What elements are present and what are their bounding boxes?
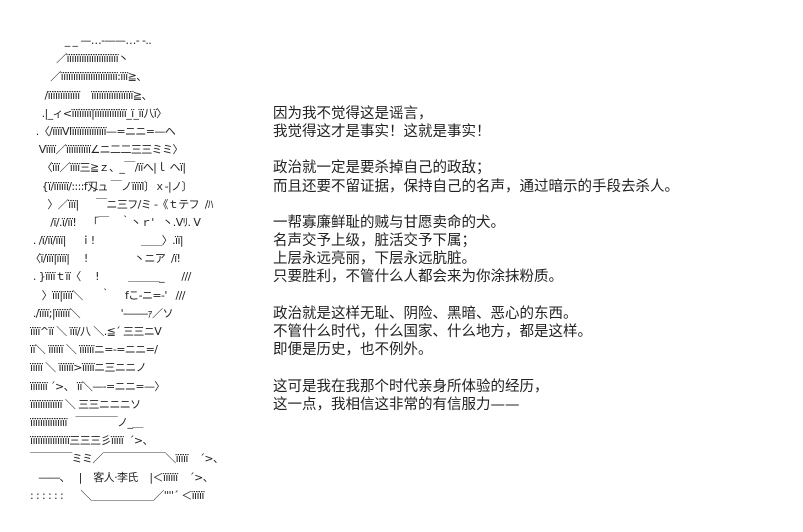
dialogue-line: 只要胜利，不管什么人都会来为你涂抹粉质。	[273, 269, 563, 286]
dialogue-line: 政治就是这样无耻、阴险、黑暗、恶心的东西。	[273, 305, 578, 322]
ascii-art-line: ￣￣￣￣ミミ／￣￣￣￣￣￣＼ïïïïï ´>、	[30, 452, 224, 466]
dialogue-line: 而且还要不留证据，保持自己的名声，通过暗示的手段去杀人。	[273, 178, 679, 195]
dialogue-line: 这可是我在我那个时代亲身所体验的经历，	[273, 378, 549, 395]
ascii-art-line: _ _ —…-——…- -..	[30, 34, 152, 47]
ascii-art-line: ïïïïïïïïïïïïïïïï三三三彡ïïïïï ´>、	[30, 434, 153, 448]
dialogue-line: 一帮寡廉鲜耻的贼与甘愿卖命的犬。	[273, 214, 505, 231]
dialogue-line	[273, 87, 679, 105]
dialogue-line	[273, 32, 679, 50]
dialogue-line	[273, 287, 679, 305]
ascii-art-line: .〈/ïïïïⅥïïïïïïïïïïïïïï—=ニニ=—ヘ	[30, 124, 176, 138]
dialogue-line: 即便是历史，也不例外。	[273, 342, 433, 359]
ascii-art-line: 〈ïïï／ïïïï三≧ｚ、_￣/ïïヘ|ｌ ヘï|	[30, 161, 187, 175]
ascii-art-line: : : : : : : ＼＿＿＿＿＿＿／''''´ ＜ïïïïï	[30, 488, 204, 502]
ascii-art-line: ／ïïïïïïïïïïïïïïïïïïïïïïï:ïïï≧、	[30, 70, 147, 84]
ascii-art-line: 〉／ïïï| ￣ニ三フ/ミ -《ｔテフ /ﾊ	[30, 197, 213, 211]
ascii-art-line: 〈ï/ïïï|ïïïï| ! 丶ニア /ï!	[30, 252, 181, 266]
ascii-art-line: Vïïïï／ïïïïïïïïïï∠ニ二二三三ミミ〉	[30, 143, 184, 157]
ascii-art-line: . /ï/ïï/ïïï| ｉ! ＿＿〉.ïï|	[30, 234, 184, 248]
ascii-art-character: _ _ —…-——…- -.. ／ïïïïïïïïïïïïïïïïïïïïï丶 …	[30, 32, 330, 505]
ascii-art-line: /ïïïïïïïïïïïïï ïïïïïïïïïïïïïïïïï≧、	[30, 88, 152, 102]
ascii-art-line: ïïïï^ïï ＼ ïïï/八 ＼.≦´ 三三ニV	[30, 325, 162, 338]
dialogue-line	[273, 196, 679, 214]
dialogue-line: 不管什么时代，什么国家、什么地方，都是这样。	[273, 324, 592, 340]
ascii-art-line: ïïïïï ＼ ïïïïïï>ïïïïïニ三ニニノ	[30, 361, 147, 375]
ascii-art-line: {ï/ïïïïïï/::::f刄ュ ￣ノïïïïl〕ｘ‐|ノ〕	[30, 179, 193, 193]
dialogue-line: 上层永远亮丽，下层永远肮脏。	[273, 251, 476, 268]
dialogue-line	[273, 359, 679, 377]
dialogue-line: 因为我不觉得这是谣言，	[273, 105, 433, 122]
ascii-art-line: ／ïïïïïïïïïïïïïïïïïïïïï丶	[30, 52, 129, 66]
dialogue-line: 我觉得这才是事实！这就是事实！	[273, 123, 491, 140]
dialogue-line: 名声交予上级，脏活交予下属；	[273, 233, 476, 250]
ascii-art-line: ïï＼ ïïïïïï ＼ ïïïïïïニ=-=ニニ=/	[30, 343, 158, 357]
ascii-art-line: ./ïïïï;|ïïïïïï＼ '‐――ｧ／ソ	[30, 306, 174, 320]
ascii-art-line: 〉ïïï|ïïïï＼ ｀ fこ-ニ=-' ///	[30, 288, 186, 302]
ascii-art-line: .|_ィ<ïïïïïïïï|ïïïïïïïïïïïïï_ï_ïï八ï〉	[30, 106, 168, 120]
dialogue-line: 政治就一定是要杀掉自己的政敌；	[273, 160, 491, 177]
ascii-art-line: ïïïïïïïïïïïïï ＼ 三三ニニニソ	[30, 397, 141, 411]
dialogue-line	[273, 141, 679, 159]
ascii-art-line: ïïïïïïïïïïïïïïï ￣￣￣￣ノ_＿	[30, 415, 143, 429]
ascii-art-line: /ï/.ï/ïï! 「￣ ｀丶ｒ' 丶.Vﾘ. V	[30, 215, 201, 229]
dialogue-line	[273, 68, 679, 86]
dialogue-line: 这一点，我相信这非常的有信服力——	[273, 396, 520, 413]
ascii-art-line: . }ïïïïｔïï〈 ! ＿＿＿_ ///	[30, 270, 191, 284]
dialogue-line	[273, 50, 679, 68]
ascii-art-line: ――、 | 客人·李氏 |＜ïïïïïï ´>、	[30, 470, 214, 484]
ascii-art-line: ïïïïïïï ´>、 ïï＼—-=ニニ=—〉	[30, 379, 165, 393]
dialogue-text: 因为我不觉得这是谣言，我觉得这才是事实！这就是事实！ 政治就一定是要杀掉自己的政敌…	[273, 32, 679, 414]
